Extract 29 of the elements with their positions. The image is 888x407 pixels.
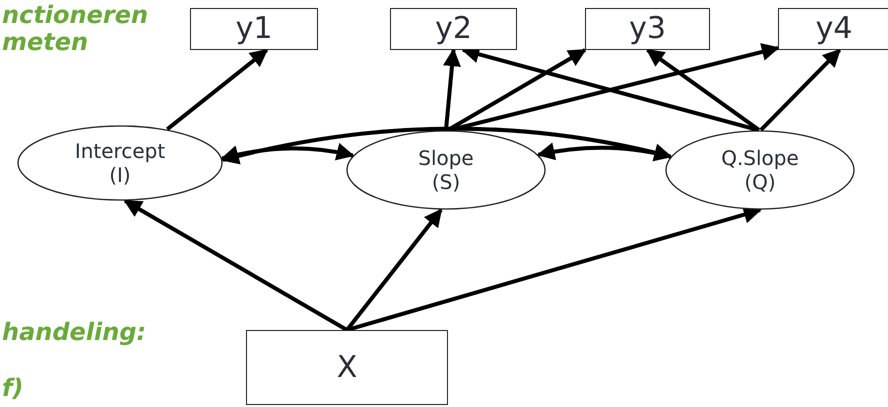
node-label: Q.Slope — [721, 146, 799, 170]
arrow — [220, 143, 355, 164]
latent-ellipse — [665, 130, 855, 210]
variable-box — [778, 8, 888, 50]
node-symbol: (S) — [432, 170, 460, 194]
node-label: X — [336, 350, 358, 386]
variable-box — [585, 8, 710, 50]
arrow — [166, 48, 268, 131]
node-label: Slope — [418, 146, 474, 170]
variable-box — [246, 330, 448, 405]
variable-box — [390, 8, 517, 50]
latent-ellipse — [346, 130, 546, 210]
latent-ellipse — [17, 125, 223, 201]
note-text: nctioneren — [2, 3, 148, 27]
node-label: y1 — [236, 11, 272, 47]
arrow — [124, 199, 348, 332]
arrow — [646, 48, 760, 132]
arrow — [760, 48, 842, 132]
node-label: y3 — [629, 11, 666, 47]
arrow — [536, 142, 672, 162]
node-label: y4 — [816, 11, 852, 47]
note-text: f) — [2, 376, 24, 400]
node-label: Intercept — [74, 139, 166, 163]
variable-box — [190, 8, 318, 50]
node-symbol: (I) — [109, 163, 131, 187]
node-symbol: (Q) — [744, 170, 776, 194]
note-text: handeling: — [2, 320, 146, 344]
node-label: y2 — [435, 11, 472, 47]
note-text: meten — [2, 30, 88, 54]
